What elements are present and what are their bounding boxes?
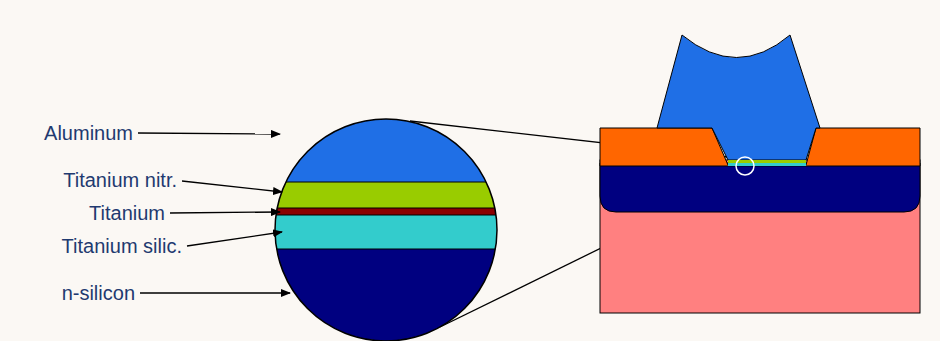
- aluminum-plug: [657, 35, 820, 160]
- layer-label: Titanium silic.: [62, 235, 182, 257]
- layer-label: Titanium nitr.: [63, 169, 177, 191]
- layer-label: Titanium: [89, 202, 165, 224]
- leader-arrow: [182, 181, 282, 192]
- layer-stack: [270, 110, 510, 341]
- titanium-silicide-layer: [270, 215, 510, 249]
- magnifier-circle: [275, 119, 497, 341]
- aluminum-layer: [270, 110, 510, 182]
- layer-label: Aluminum: [44, 122, 133, 144]
- leader-arrow: [140, 292, 290, 293]
- leader-arrow: [170, 212, 280, 213]
- n-well: [600, 163, 920, 212]
- leader-arrow: [187, 232, 282, 246]
- titanium-nitride-layer: [270, 182, 510, 208]
- n-silicon-layer: [270, 249, 510, 341]
- barrier-stack: [728, 160, 806, 163]
- leader-arrow: [138, 133, 280, 134]
- titanium-layer: [270, 208, 510, 215]
- p-substrate: [600, 160, 920, 313]
- zoom-circle: [736, 157, 754, 175]
- silicide-strip: [728, 163, 806, 166]
- layer-label: n-silicon: [62, 282, 135, 304]
